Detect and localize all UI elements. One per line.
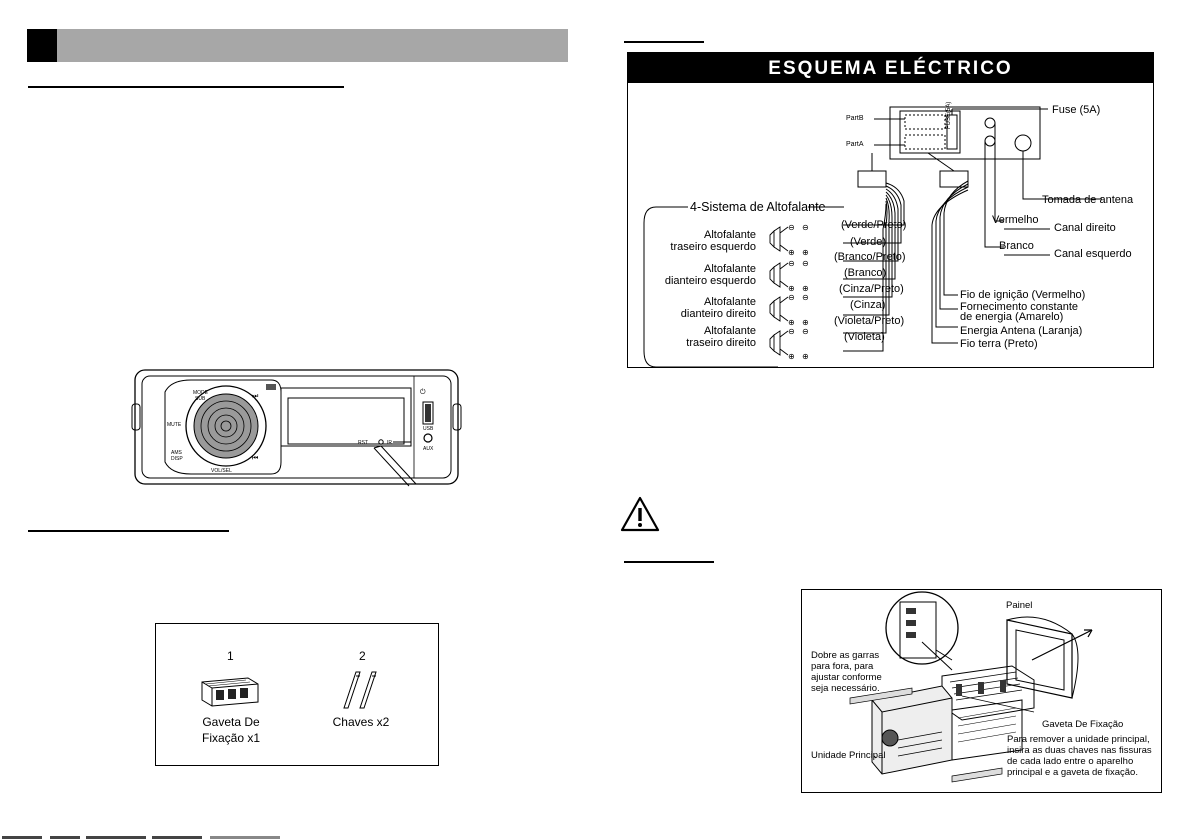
remove-line-2: insira as duas chaves nas fissuras bbox=[1007, 745, 1152, 756]
panel-label: Painel bbox=[1006, 600, 1033, 611]
svg-text:⊖: ⊖ bbox=[802, 223, 809, 232]
accessory-1-label-line2: Fixação x1 bbox=[201, 731, 261, 745]
svg-text:⊖: ⊖ bbox=[802, 327, 809, 336]
ignition-wire-label: Fio de ignição (Vermelho) bbox=[960, 289, 1086, 301]
power-mute-label: MUTE bbox=[167, 422, 182, 428]
keys-icon bbox=[343, 671, 377, 709]
svg-text:⏻: ⏻ bbox=[420, 388, 426, 396]
ir-label: IR bbox=[387, 440, 392, 446]
fuse-label: Fuse (5A) bbox=[1052, 104, 1101, 116]
remove-line-1: Para remover a unidade principal, bbox=[1007, 734, 1150, 745]
speaker-4-line1: Altofalante bbox=[704, 325, 756, 337]
sleeve-label: Gaveta De Fixação bbox=[1042, 719, 1124, 730]
heading-underline-3 bbox=[624, 41, 704, 43]
speaker-2-line2: dianteiro esquerdo bbox=[664, 275, 756, 287]
speaker-2-line1: Altofalante bbox=[704, 263, 756, 275]
speaker-1-line2: traseiro esquerdo bbox=[670, 241, 756, 253]
antenna-power-label: Energia Antena (Laranja) bbox=[960, 325, 1083, 337]
speaker-1-pos: (Verde) bbox=[850, 236, 887, 248]
svg-text:⊕: ⊕ bbox=[788, 318, 795, 327]
speaker-3-line1: Altofalante bbox=[704, 296, 756, 308]
aux-label: AUX bbox=[423, 446, 434, 452]
accessories-box: 1 Gaveta De Fixação x1 2 Chaves x2 bbox=[155, 623, 439, 766]
disp-label: DISP bbox=[171, 456, 183, 462]
svg-text:⏮: ⏮ bbox=[252, 454, 258, 462]
part-a-label: PartA bbox=[846, 141, 864, 148]
accessory-2-label: Chaves x2 bbox=[332, 715, 390, 729]
heading-underline-4 bbox=[624, 561, 714, 563]
svg-text:⊖: ⊖ bbox=[788, 259, 795, 268]
front-panel-illustration: MODE SUB MUTE AMS DISP VOL/SEL ⏭ ⏮ RST I… bbox=[131, 369, 462, 487]
accessory-2-number: 2 bbox=[359, 649, 366, 663]
wiring-title: ESQUEMA ELÉCTRICO bbox=[628, 53, 1153, 83]
claws-line-2: para fora, para bbox=[811, 661, 874, 672]
speaker-3-pos: (Cinza) bbox=[850, 299, 886, 311]
mode-label: MODE bbox=[193, 390, 209, 396]
right-channel-label: Canal direito bbox=[1054, 222, 1116, 234]
wiring-diagram: ESQUEMA ELÉCTRICO bbox=[627, 52, 1154, 368]
heading-underline bbox=[28, 86, 344, 88]
speaker-system-label: 4-Sistema de Altofalante bbox=[690, 200, 826, 214]
svg-text:⊕: ⊕ bbox=[802, 248, 809, 257]
svg-text:⊕: ⊕ bbox=[802, 284, 809, 293]
section-number-block bbox=[27, 29, 57, 62]
usb-label: USB bbox=[423, 426, 434, 432]
left-channel-label: Canal esquerdo bbox=[1054, 248, 1132, 260]
section-header-bar bbox=[57, 29, 568, 62]
svg-text:⏭: ⏭ bbox=[252, 392, 259, 400]
constant-power-label-1: Fornecimento constante bbox=[960, 301, 1079, 313]
installation-lines bbox=[849, 591, 1093, 783]
constant-power-label-2: de energia (Amarelo) bbox=[960, 311, 1064, 323]
speaker-1-neg: (Verde/Preto) bbox=[841, 219, 907, 231]
speaker-1-line1: Altofalante bbox=[704, 229, 756, 241]
speaker-4-pos: (Violeta) bbox=[844, 331, 885, 343]
part-b-label: PartB bbox=[846, 115, 864, 122]
white-label: Branco bbox=[999, 240, 1034, 252]
claws-line-1: Dobre as garras bbox=[811, 650, 880, 661]
svg-text:⊖: ⊖ bbox=[802, 259, 809, 268]
svg-text:⊕: ⊕ bbox=[802, 318, 809, 327]
claws-line-4: seja necessário. bbox=[811, 683, 880, 694]
svg-text:⊕: ⊕ bbox=[788, 248, 795, 257]
fuse-box-label: FUSE(5A) bbox=[946, 101, 952, 129]
speaker-2-neg: (Branco/Preto) bbox=[834, 251, 906, 263]
svg-text:⊖: ⊖ bbox=[788, 327, 795, 336]
mounting-sleeve-icon bbox=[201, 677, 259, 707]
antenna-socket-label: Tomada de antena bbox=[1042, 194, 1134, 206]
svg-text:⊕: ⊕ bbox=[802, 352, 809, 361]
svg-text:⊖: ⊖ bbox=[788, 293, 795, 302]
speaker-4-neg: (Violeta/Preto) bbox=[834, 315, 905, 327]
speaker-3-neg: (Cinza/Preto) bbox=[839, 283, 904, 295]
remove-line-3: de cada lado entre o aparelho bbox=[1007, 756, 1134, 767]
installation-diagram: Painel Dobre as garras para fora, para a… bbox=[801, 589, 1162, 793]
speaker-3-line2: dianteiro direito bbox=[680, 308, 756, 320]
sub-label: SUB bbox=[195, 396, 206, 402]
svg-text:⊖: ⊖ bbox=[788, 223, 795, 232]
svg-text:⊕: ⊕ bbox=[788, 352, 795, 361]
vol-sel-label: VOL/SEL bbox=[211, 468, 232, 474]
ams-label: AMS bbox=[171, 450, 183, 456]
wiring-lines: ⊖ ⊖ ⊕ ⊕ ⊖ ⊖ ⊕ ⊕ ⊖ ⊖ ⊕ ⊕ ⊖ ⊖ ⊕ ⊕ bbox=[643, 106, 1102, 367]
ground-wire-label: Fio terra (Preto) bbox=[960, 338, 1038, 350]
accessory-1-number: 1 bbox=[227, 649, 234, 663]
remove-line-4: principal e a gaveta de fixação. bbox=[1007, 767, 1138, 778]
svg-text:⊖: ⊖ bbox=[802, 293, 809, 302]
claws-line-3: ajustar conforme bbox=[811, 672, 882, 683]
accessory-1-label-line1: Gaveta De bbox=[202, 715, 260, 729]
speaker-2-pos: (Branco) bbox=[844, 267, 887, 279]
main-unit-label: Unidade Principal bbox=[811, 750, 886, 761]
warning-icon bbox=[620, 496, 660, 532]
svg-text:⊕: ⊕ bbox=[788, 284, 795, 293]
speaker-4-line2: traseiro direito bbox=[686, 337, 756, 349]
footer-strip bbox=[2, 836, 280, 839]
rst-label: RST bbox=[358, 440, 368, 446]
red-label: Vermelho bbox=[992, 214, 1039, 226]
heading-underline-2 bbox=[28, 530, 229, 532]
